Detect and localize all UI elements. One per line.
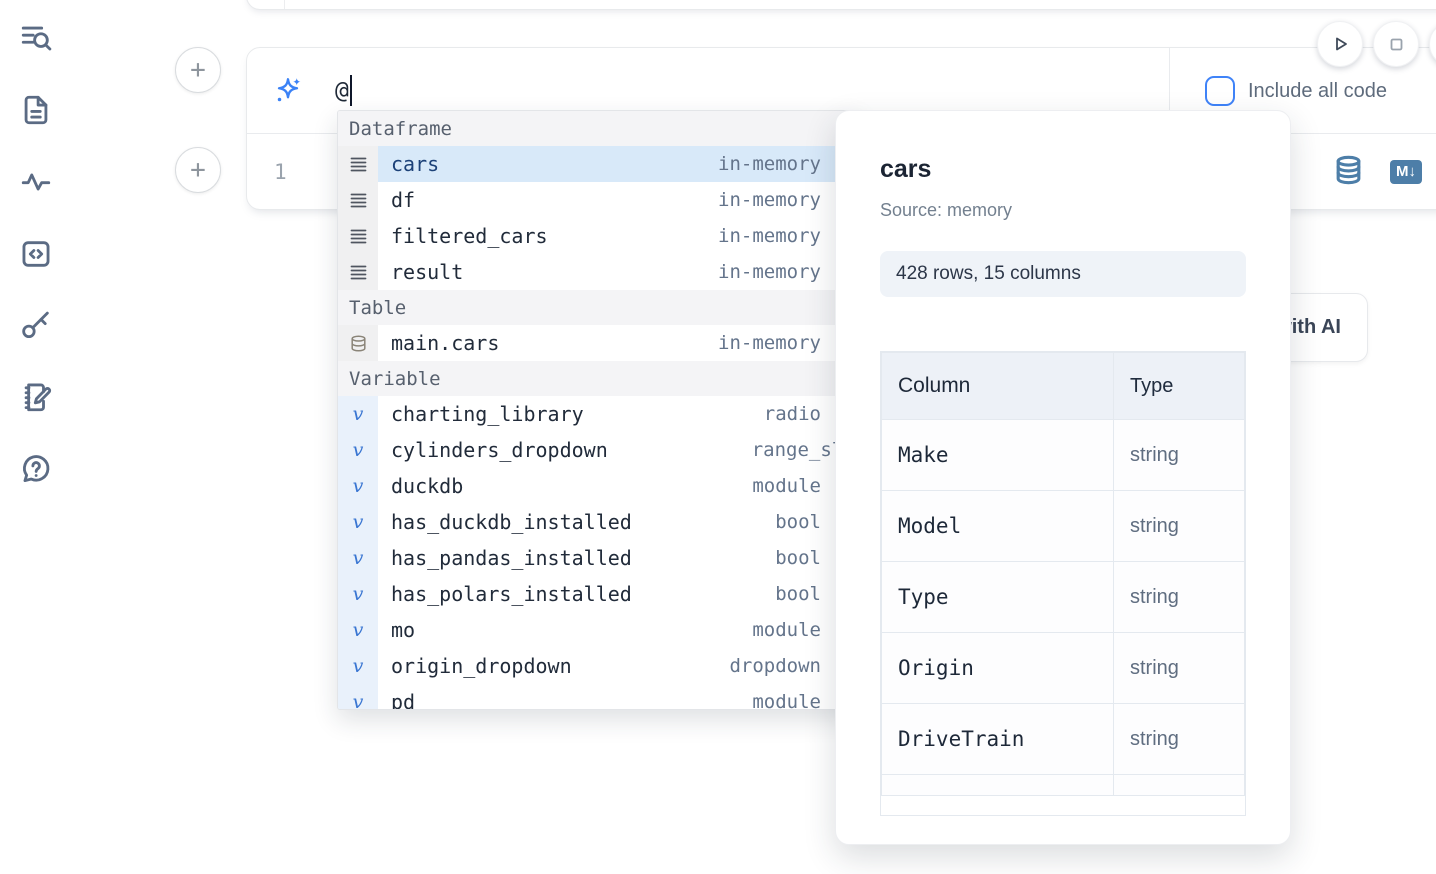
list-search-icon[interactable] <box>19 21 53 55</box>
section-header-variable: Variable <box>338 361 859 396</box>
ai-prompt-input[interactable]: @ <box>335 75 352 106</box>
schema-row: DriveTrain string <box>881 703 1245 775</box>
schema-header-type: Type <box>1113 352 1245 420</box>
include-all-code-checkbox[interactable] <box>1205 76 1235 106</box>
document-icon[interactable] <box>19 93 53 127</box>
markdown-convert-button[interactable]: M↓ <box>1390 160 1422 184</box>
code-square-icon[interactable] <box>19 237 53 271</box>
sidebar <box>0 0 72 874</box>
autocomplete-item-origin-dropdown[interactable]: v origin_dropdown dropdown <box>338 648 859 684</box>
add-cell-button-top[interactable]: + <box>175 47 221 93</box>
schema-header-column: Column <box>881 352 1114 420</box>
help-chat-icon[interactable] <box>19 452 53 486</box>
panel-title: cars <box>880 155 932 183</box>
notebook-edit-icon[interactable] <box>19 380 53 414</box>
section-header-table: Table <box>338 290 859 325</box>
rows-icon <box>350 157 366 171</box>
include-all-code-label: Include all code <box>1248 79 1387 102</box>
variable-icon: v <box>352 547 364 569</box>
previous-cell-divider <box>284 0 285 9</box>
autocomplete-item-main-cars[interactable]: main.cars in-memory <box>338 325 859 361</box>
previous-cell <box>246 0 1436 10</box>
line-number: 1 <box>274 160 287 184</box>
variable-icon: v <box>352 655 364 677</box>
panel-shape-badge: 428 rows, 15 columns <box>880 251 1246 297</box>
run-cell-button[interactable] <box>1317 21 1363 67</box>
rows-icon <box>350 265 366 279</box>
variable-icon: v <box>352 439 364 461</box>
panel-source: Source: memory <box>880 200 1013 220</box>
ai-sparkle-icon <box>277 77 301 101</box>
autocomplete-item-has-polars-installed[interactable]: v has_polars_installed bool <box>338 576 859 612</box>
variable-icon: v <box>352 583 364 605</box>
table-db-icon <box>350 334 366 352</box>
schema-row: Origin string <box>881 632 1245 704</box>
database-icon <box>1336 155 1361 184</box>
autocomplete-item-pd[interactable]: v pd module <box>338 684 859 710</box>
variable-icon: v <box>352 403 364 425</box>
autocomplete-item-duckdb[interactable]: v duckdb module <box>338 468 859 504</box>
rows-icon <box>350 193 366 207</box>
variable-icon: v <box>352 475 364 497</box>
autocomplete-item-has-pandas-installed[interactable]: v has_pandas_installed bool <box>338 540 859 576</box>
schema-row-clipped <box>881 774 1245 796</box>
autocomplete-dropdown: Dataframe cars in-memory df in-memory fi… <box>337 110 860 710</box>
autocomplete-item-cars[interactable]: cars in-memory <box>338 146 859 182</box>
variable-icon: v <box>352 619 364 641</box>
panel-schema-table: Column Type Make string Model string Typ… <box>880 351 1246 816</box>
prompt-value: @ <box>335 77 349 104</box>
stop-cell-button[interactable] <box>1373 21 1419 67</box>
text-cursor <box>349 75 352 106</box>
autocomplete-item-charting-library[interactable]: v charting_library radio <box>338 396 859 432</box>
prompt-divider <box>1169 48 1170 133</box>
dataframe-info-panel: cars Source: memory 428 rows, 15 columns… <box>835 110 1291 845</box>
variable-icon: v <box>352 691 364 710</box>
stop-icon <box>1390 38 1403 51</box>
schema-row: Make string <box>881 419 1245 491</box>
schema-row: Model string <box>881 490 1245 562</box>
autocomplete-item-filtered-cars[interactable]: filtered_cars in-memory <box>338 218 859 254</box>
autocomplete-item-mo[interactable]: v mo module <box>338 612 859 648</box>
add-cell-button-bottom[interactable]: + <box>175 147 221 193</box>
autocomplete-item-has-duckdb-installed[interactable]: v has_duckdb_installed bool <box>338 504 859 540</box>
code-editor-row[interactable]: 1 M↓ <box>247 134 1436 210</box>
rows-icon <box>350 229 366 243</box>
autocomplete-item-cylinders-dropdown[interactable]: v cylinders_dropdown range_slider <box>338 432 859 468</box>
key-icon[interactable] <box>19 308 53 342</box>
autocomplete-item-result[interactable]: result in-memory <box>338 254 859 290</box>
activity-icon[interactable] <box>19 165 53 199</box>
section-header-dataframe: Dataframe <box>338 111 859 146</box>
play-icon <box>1336 37 1347 51</box>
autocomplete-item-df[interactable]: df in-memory <box>338 182 859 218</box>
variable-icon: v <box>352 511 364 533</box>
database-button[interactable] <box>1333 154 1364 191</box>
schema-row: Type string <box>881 561 1245 633</box>
